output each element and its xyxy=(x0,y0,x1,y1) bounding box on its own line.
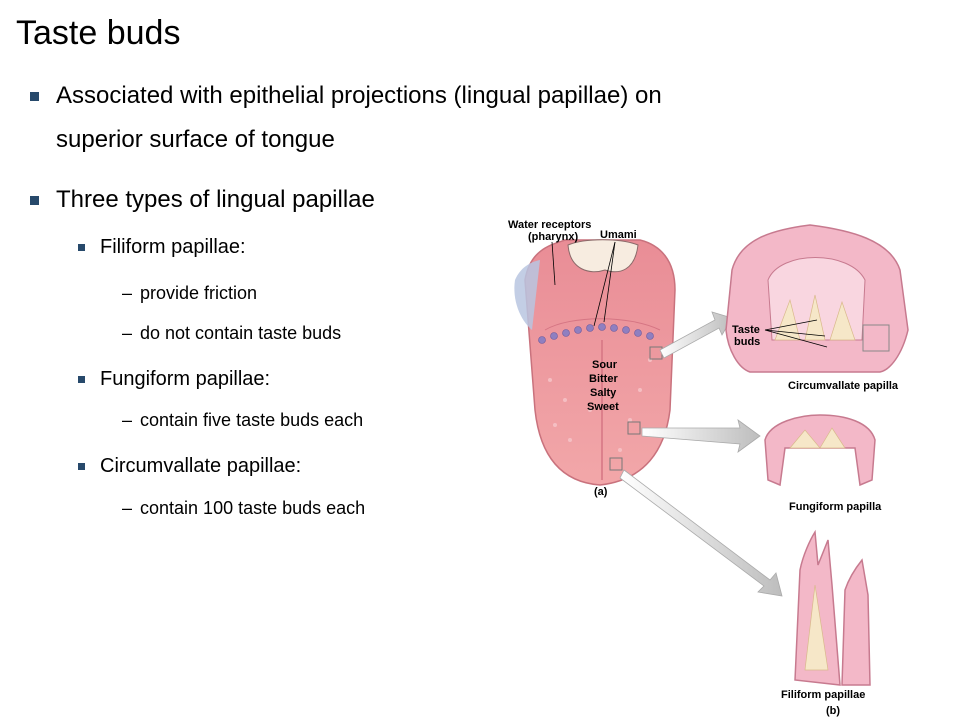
sub-subbullet-item: – do not contain taste buds xyxy=(122,323,341,344)
magnification-arrows xyxy=(619,311,783,597)
label-buds: buds xyxy=(734,336,760,348)
bullet-text-line: Associated with epithelial projections (… xyxy=(56,82,662,109)
label-sour: Sour xyxy=(592,359,618,371)
bullet-text-line: superior surface of tongue xyxy=(56,126,335,153)
square-bullet-icon xyxy=(30,196,39,205)
label-taste: Taste xyxy=(732,324,760,336)
sub-subbullet-text: do not contain taste buds xyxy=(140,323,342,343)
square-bullet-icon xyxy=(78,463,85,470)
label-filiform-papillae: Filiform papillae xyxy=(781,689,865,701)
fungiform-papilla-illustration xyxy=(764,414,876,487)
dash-marker: – xyxy=(122,410,133,430)
sub-subbullet-item: – provide friction xyxy=(122,283,257,304)
label-salty: Salty xyxy=(590,387,617,399)
label-water-receptors: Water receptors xyxy=(508,219,591,231)
sub-subbullet-text: contain five taste buds each xyxy=(140,410,364,430)
bullet-item: Three types of lingual papillae xyxy=(30,180,375,220)
circumvallate-papilla-illustration xyxy=(725,224,909,373)
tongue-illustration xyxy=(514,239,676,486)
sub-subbullet-text: provide friction xyxy=(140,283,258,303)
subbullet-label: Circumvallate papillae: xyxy=(100,455,302,477)
sub-subbullet-item: – contain five taste buds each xyxy=(122,410,363,431)
square-bullet-icon xyxy=(78,376,85,383)
dash-marker: – xyxy=(122,283,133,303)
label-pharynx: (pharynx) xyxy=(528,231,578,243)
bullet-text: Three types of lingual papillae xyxy=(56,186,375,213)
subbullet-item: Circumvallate papillae: xyxy=(78,455,301,478)
sub-subbullet-item: – contain 100 taste buds each xyxy=(122,498,365,519)
filiform-papillae-illustration xyxy=(794,529,871,686)
label-umami: Umami xyxy=(600,229,637,241)
bullet-item: Associated with epithelial projections (… xyxy=(30,76,662,160)
square-bullet-icon xyxy=(30,92,39,101)
tongue-papillae-figure: Water receptors (pharynx) Umami Sour Bit… xyxy=(508,219,909,717)
dash-marker: – xyxy=(122,498,133,518)
label-circumvallate-papilla: Circumvallate papilla xyxy=(788,380,899,392)
subbullet-item: Filiform papillae: xyxy=(78,236,246,259)
label-part-b: (b) xyxy=(826,705,840,717)
subbullet-label: Fungiform papillae: xyxy=(100,368,271,390)
subbullet-label: Filiform papillae: xyxy=(100,236,246,258)
circumvallate-papillae-dots xyxy=(538,323,654,344)
dash-marker: – xyxy=(122,323,133,343)
label-bitter: Bitter xyxy=(589,373,618,385)
label-sweet: Sweet xyxy=(587,401,619,413)
subbullet-item: Fungiform papillae: xyxy=(78,368,270,391)
square-bullet-icon xyxy=(78,244,85,251)
slide-title: Taste buds xyxy=(16,14,181,52)
sub-subbullet-text: contain 100 taste buds each xyxy=(140,498,366,518)
label-part-a: (a) xyxy=(594,486,608,498)
label-fungiform-papilla: Fungiform papilla xyxy=(789,501,882,513)
